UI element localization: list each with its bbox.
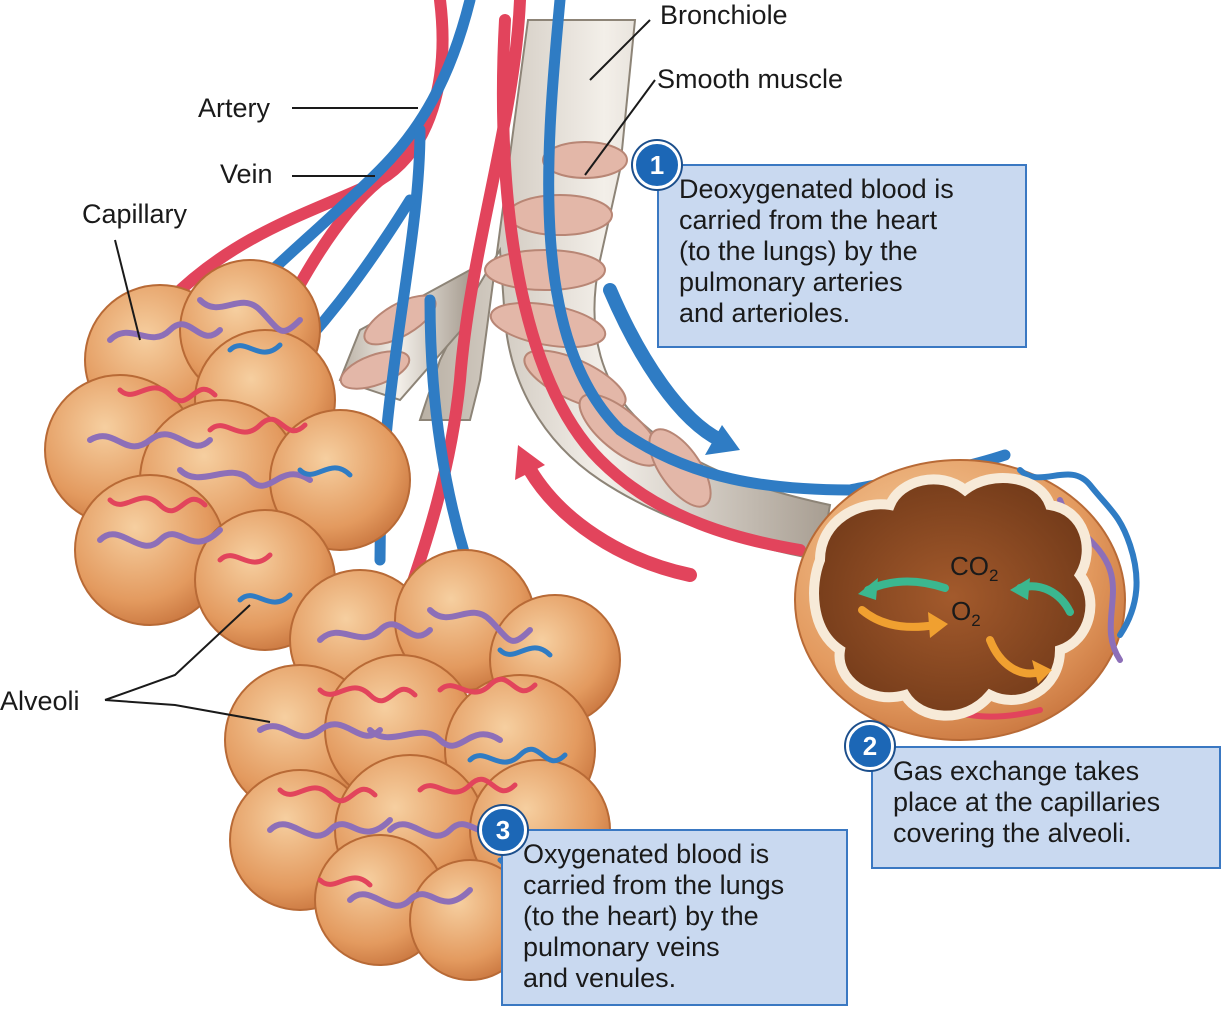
step-2-line: place at the capillaries [893, 787, 1161, 817]
step-3-badge: 3 [479, 806, 527, 854]
alveolus-cross-section [794, 459, 1140, 741]
smooth-muscle-leader [584, 79, 656, 176]
alveoli-label: Alveoli [0, 686, 80, 716]
step-2-line: Gas exchange takes [893, 756, 1140, 786]
step-1-line: (to the lungs) by the [679, 236, 918, 266]
alveoli-leader-lower [104, 699, 271, 723]
bronchiole-leader [589, 19, 651, 81]
co2-label: CO2 [950, 552, 998, 590]
step-3-line: carried from the lungs [523, 870, 785, 900]
smooth-muscle-label: Smooth muscle [657, 64, 844, 94]
step-2-badge: 2 [846, 722, 894, 770]
bronchiole-label: Bronchiole [660, 0, 788, 30]
step-1-callout: Deoxygenated blood is carried from the h… [657, 164, 1027, 348]
capillary-label: Capillary [82, 199, 188, 229]
step-1-badge: 1 [633, 141, 681, 189]
capillary-leader [114, 239, 141, 341]
o2-subscript: 2 [971, 611, 981, 631]
blood-vessels [164, 0, 1011, 626]
step-1-line: pulmonary arteries [679, 267, 903, 297]
step-2-callout: Gas exchange takes place at the capillar… [871, 746, 1221, 869]
flow-arrow-deoxygenated [603, 283, 740, 455]
o2-base: O [951, 596, 972, 626]
step-1-line: Deoxygenated blood is [679, 174, 954, 204]
step-2-line: covering the alveoli. [893, 818, 1132, 848]
alveoli-leader-upper [104, 604, 251, 701]
o2-label: O2 [951, 597, 981, 635]
step-3-line: Oxygenated blood is [523, 839, 770, 869]
o2-arrowheads [928, 612, 1052, 684]
o2-arrows [858, 606, 1044, 678]
co2-arrowheads [858, 578, 1030, 600]
step-3-line: pulmonary veins [523, 932, 720, 962]
vein-label: Vein [220, 159, 273, 189]
co2-subscript: 2 [989, 566, 999, 586]
artery-label: Artery [198, 93, 271, 123]
step-3-callout: Oxygenated blood is carried from the lun… [501, 829, 848, 1006]
step-1-line: and arterioles. [679, 298, 851, 328]
leader-lines [104, 19, 656, 723]
capillary-mesh [87, 297, 568, 909]
flow-arrow-oxygenated [515, 445, 697, 582]
step-3-line: (to the heart) by the [523, 901, 759, 931]
step-3-line: and venules. [523, 963, 677, 993]
step-1-line: carried from the heart [679, 205, 938, 235]
co2-base: CO [950, 551, 989, 581]
